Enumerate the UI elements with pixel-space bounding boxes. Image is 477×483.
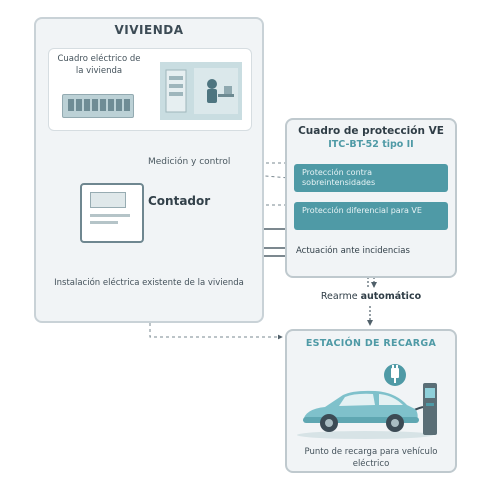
meter-detail: [90, 214, 130, 217]
worker-desk-icon: [160, 62, 242, 120]
proteccion-panel: [285, 118, 457, 278]
proteccion-subtitle: ITC-BT-52 tipo II: [328, 139, 414, 150]
contador-label: Contador: [148, 194, 211, 208]
medicion-control-label: Medición y control: [148, 157, 231, 167]
charging-scene: [297, 364, 437, 439]
meter-display: [90, 192, 126, 208]
cuadro-electrico-label: Cuadro eléctrico de la vivienda: [57, 54, 141, 76]
vivienda-title: VIVIENDA: [114, 23, 184, 37]
electrical-panel-icon: [62, 94, 134, 118]
estacion-title: ESTACIÓN DE RECARGA: [305, 338, 437, 349]
vivienda-to-station-line: [149, 323, 283, 340]
rearme-label: Rearme automático: [285, 291, 457, 302]
punto-recarga-label: Punto de recarga para vehículo eléctrico: [304, 447, 438, 469]
diferencial-box: Protección diferencial para VE: [294, 202, 448, 230]
rearme-prefix: Rearme: [320, 291, 358, 302]
sobreintensidades-box: Protección contra sobreintensidades: [294, 164, 448, 192]
electric-car-icon: [303, 390, 419, 432]
instalacion-label: Instalación eléctrica existente de la vi…: [54, 278, 244, 288]
plug-icon: [384, 364, 406, 386]
meter-detail: [90, 221, 118, 224]
proteccion-title: Cuadro de protección VE: [298, 125, 444, 137]
rearme-bold: automático: [360, 291, 422, 302]
actuacion-label: Actuación ante incidencias: [296, 246, 410, 256]
